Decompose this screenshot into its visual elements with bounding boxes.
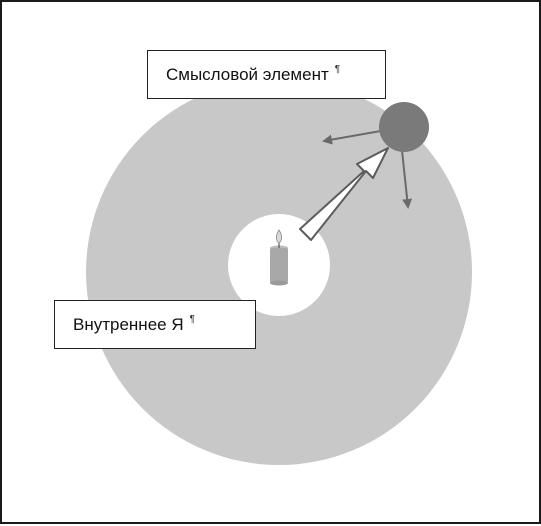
meaning-element-text: Смысловой элемент [166, 64, 329, 84]
pilcrow-mark: ¶ [334, 64, 341, 75]
candle-icon [270, 229, 288, 286]
main-arrow [299, 147, 389, 241]
small-arrow-left [322, 129, 387, 145]
inner-self-label: Внутреннее Я ¶ [54, 300, 256, 349]
pilcrow-mark: ¶ [189, 314, 195, 325]
inner-self-text: Внутреннее Я [73, 314, 184, 334]
meaning-element-label: Смысловой элемент ¶ [147, 50, 386, 99]
small-arrow-down [400, 140, 413, 209]
meaning-node-circle [379, 102, 429, 152]
